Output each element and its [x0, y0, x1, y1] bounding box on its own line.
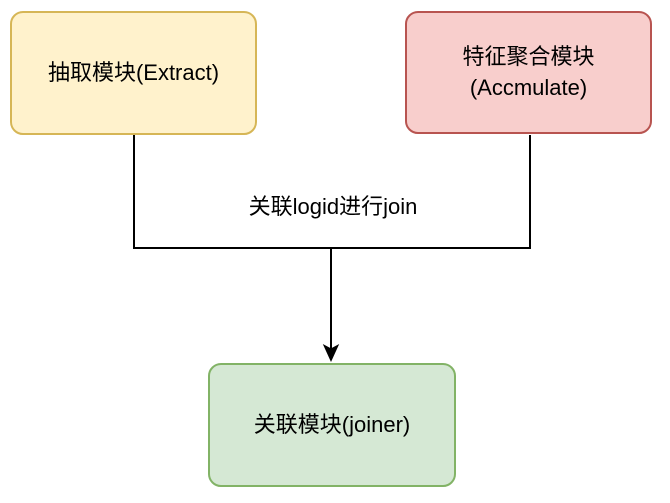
node-joiner-module: 关联模块(joiner) — [208, 363, 456, 487]
arrowhead-icon — [322, 344, 340, 362]
edge-group — [133, 135, 531, 349]
node-extract-label: 抽取模块(Extract) — [47, 59, 220, 85]
node-accumulate-label: 特征聚合模块 (Accmulate) — [462, 43, 595, 100]
node-accumulate-module: 特征聚合模块 (Accmulate) — [405, 11, 652, 134]
node-joiner-label: 关联模块(joiner) — [253, 411, 411, 437]
node-extract-module: 抽取模块(Extract) — [10, 11, 257, 135]
edge-join-label: 关联logid进行join — [248, 194, 418, 219]
